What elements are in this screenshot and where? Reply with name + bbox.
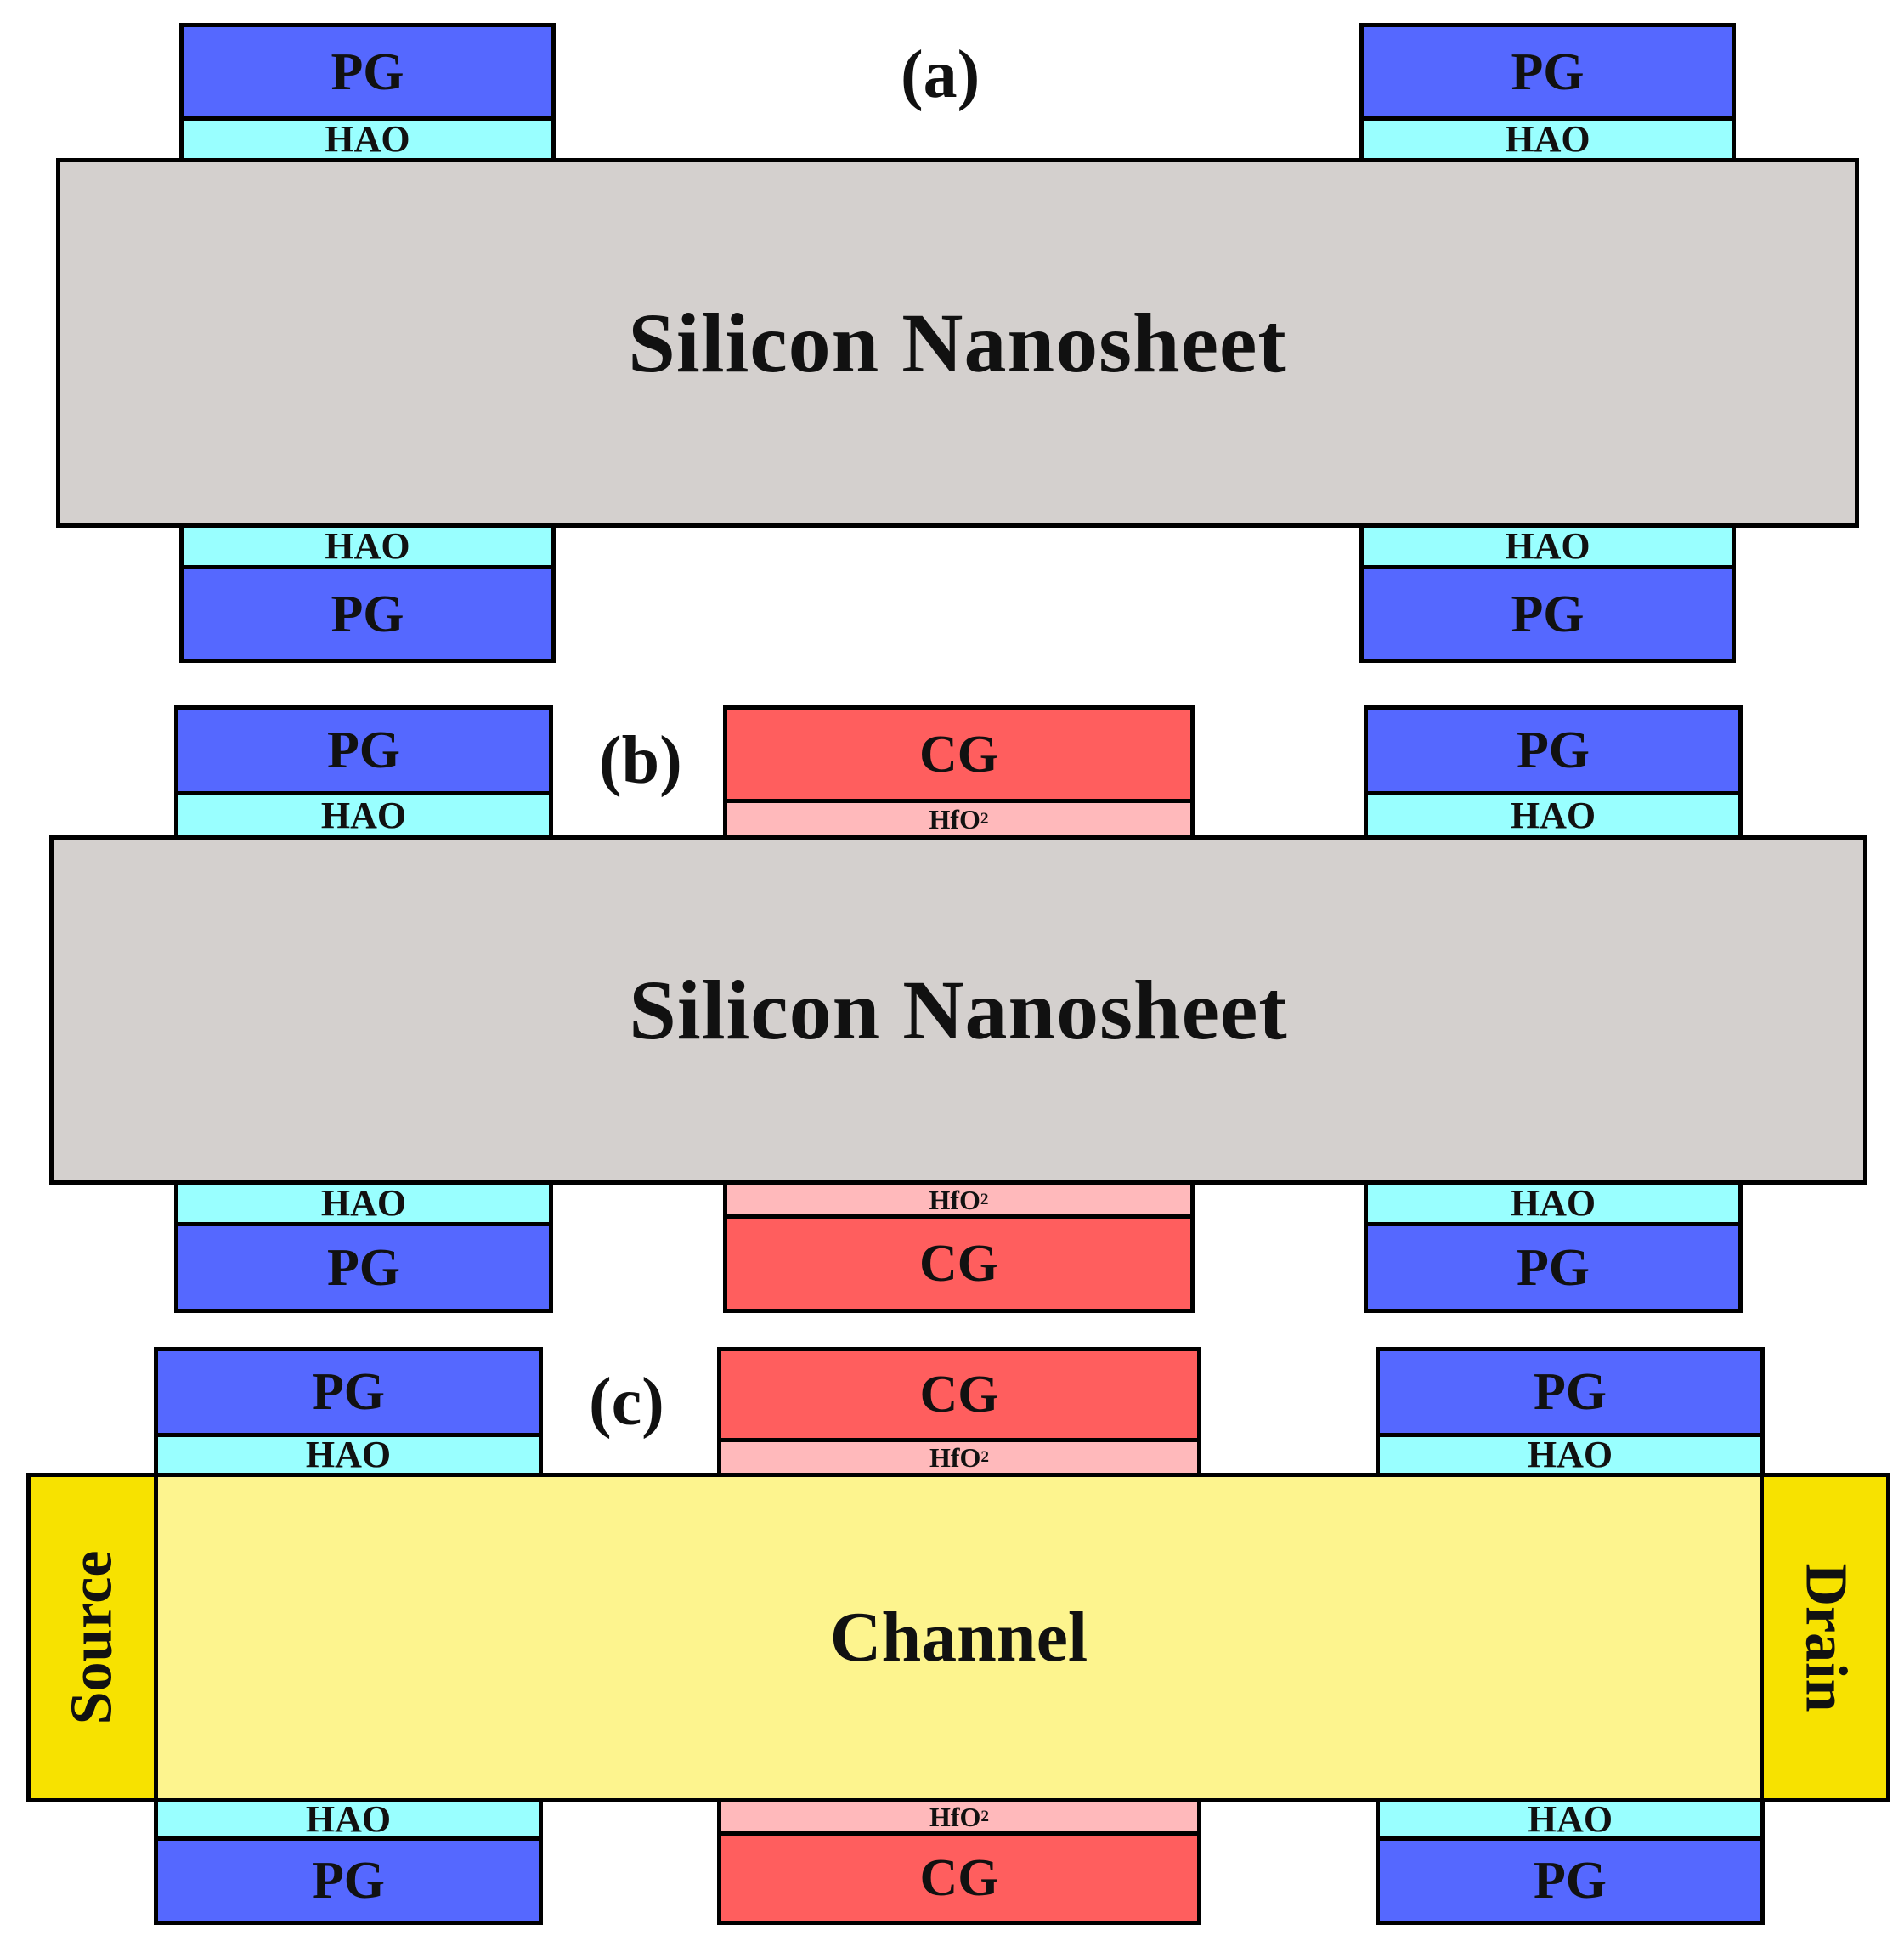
- program-gate-top-right: PG: [1359, 23, 1736, 121]
- silicon-nanosheet: Silicon Nanosheet: [56, 158, 1859, 528]
- panel-label-b: (b): [599, 723, 682, 798]
- hfo2-label: HfO: [929, 804, 980, 835]
- program-gate-top-left: PG: [179, 23, 556, 121]
- hfo2-subscript: 2: [980, 1190, 989, 1208]
- program-gate-bottom-left: PG: [154, 1836, 543, 1925]
- program-gate-bottom-left: PG: [179, 565, 556, 663]
- program-gate-bottom-right: PG: [1359, 565, 1736, 663]
- hao-layer-bottom-left: HAO: [154, 1798, 543, 1841]
- program-gate-top-left: PG: [154, 1347, 543, 1437]
- program-gate-top-left: PG: [174, 705, 553, 795]
- hao-layer-bottom-right: HAO: [1359, 523, 1736, 569]
- source-label: Source: [59, 1550, 125, 1725]
- hao-layer-top-right: HAO: [1364, 791, 1743, 840]
- hao-layer-bottom-right: HAO: [1364, 1180, 1743, 1226]
- program-gate-top-right: PG: [1364, 705, 1743, 795]
- panel-label-c: (c): [589, 1365, 664, 1440]
- control-gate-top: CG: [717, 1347, 1201, 1442]
- control-gate-top: CG: [723, 705, 1195, 803]
- hfo2-label: HfO: [929, 1802, 981, 1832]
- hfo2-subscript: 2: [980, 810, 989, 829]
- hao-layer-top-left: HAO: [154, 1433, 543, 1477]
- program-gate-top-right: PG: [1376, 1347, 1765, 1437]
- silicon-nanosheet: Silicon Nanosheet: [49, 835, 1867, 1185]
- hfo2-label: HfO: [929, 1442, 981, 1473]
- drain-region: Drain: [1760, 1473, 1890, 1802]
- hfo2-subscript: 2: [980, 1448, 990, 1467]
- hao-layer-top-left: HAO: [174, 791, 553, 840]
- program-gate-bottom-right: PG: [1364, 1222, 1743, 1313]
- hfo2-subscript: 2: [980, 1808, 990, 1826]
- program-gate-bottom-right: PG: [1376, 1836, 1765, 1925]
- hao-layer-top-left: HAO: [179, 116, 556, 162]
- hao-layer-bottom-left: HAO: [174, 1180, 553, 1226]
- panel-label-a: (a): [901, 37, 980, 112]
- hao-layer-bottom-left: HAO: [179, 523, 556, 569]
- source-region: Source: [26, 1473, 158, 1802]
- hao-layer-top-right: HAO: [1359, 116, 1736, 162]
- hao-layer-top-right: HAO: [1376, 1433, 1765, 1477]
- control-gate-bottom: CG: [717, 1831, 1201, 1925]
- channel-region: Channel: [154, 1473, 1764, 1802]
- hao-layer-bottom-right: HAO: [1376, 1798, 1765, 1841]
- drain-label: Drain: [1793, 1563, 1858, 1712]
- hfo2-label: HfO: [929, 1184, 980, 1215]
- program-gate-bottom-left: PG: [174, 1222, 553, 1313]
- control-gate-bottom: CG: [723, 1214, 1195, 1313]
